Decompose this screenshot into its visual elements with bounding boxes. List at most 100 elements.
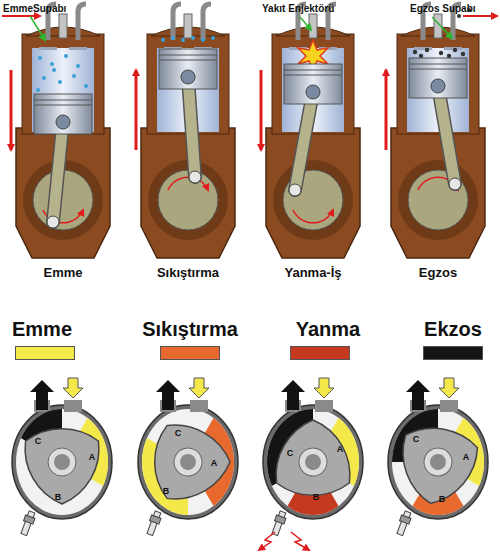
piston-engine-intake-part-part — [76, 64, 80, 68]
piston-engine-exhaust-part — [463, 15, 497, 17]
rotary-engine-power-part — [281, 378, 334, 410]
piston-engine-compression — [136, 4, 235, 258]
rotor-letter: B — [158, 486, 174, 496]
piston-engine-compression-part-part — [171, 36, 175, 40]
piston-engine-exhaust-part-part — [453, 48, 457, 52]
piston-engine-exhaust — [386, 4, 497, 258]
rotary-engine-power-part — [291, 532, 309, 550]
piston-engine-intake-part-part — [64, 54, 68, 58]
rotor-letter: A — [458, 452, 474, 462]
piston-engine-power-part — [284, 70, 342, 71]
piston-engine-intake-part — [53, 122, 63, 222]
rotor-letter: C — [170, 428, 186, 438]
piston-engine-intake-part-part — [36, 88, 40, 92]
rotary-engine-power-part-part — [258, 413, 360, 515]
piston-engine-power-part — [260, 70, 263, 150]
legend-heading: Ekzos — [383, 318, 500, 341]
piston-engine-intake-part — [47, 216, 59, 228]
rotary-engine-power-part — [258, 413, 360, 515]
rotor-letter: B — [50, 492, 66, 502]
leader-arrow — [30, 16, 45, 40]
rotary-engine-compression-part — [145, 510, 163, 536]
piston-engine-intake-part — [56, 115, 70, 129]
piston-engine-exhaust-part-part — [425, 48, 429, 52]
rotary-engine-intake-part — [30, 378, 83, 410]
piston-engine-exhaust-part — [409, 58, 467, 98]
rotor-letter: A — [84, 452, 100, 462]
legend-swatch — [160, 346, 220, 360]
piston-engine-intake — [2, 4, 110, 258]
stroke-caption: Sıkıştırma — [128, 266, 248, 281]
rotary-engine-exhaust-part — [394, 423, 480, 510]
rotary-engine-power-part — [259, 532, 275, 550]
piston-engine-compression-part-part — [161, 38, 165, 42]
rotary-engine-power-part — [233, 382, 392, 542]
rotary-engine-exhaust-part — [358, 382, 500, 542]
piston-engine-power-part — [295, 92, 313, 190]
piston-engine-compression-part-part — [191, 36, 195, 40]
piston-engine-compression-part — [181, 70, 195, 84]
stroke-caption: Emme — [3, 266, 123, 281]
piston-engine-compression-part — [161, 36, 215, 42]
piston-engine-exhaust-part-part — [461, 52, 465, 56]
legend-swatch — [290, 346, 350, 360]
injector-label: Yakıt Enjektörü — [262, 3, 372, 15]
stroke-caption: Yanma-İş — [253, 266, 373, 281]
piston-engine-power-part — [289, 184, 301, 196]
piston-engine-intake-part-part — [84, 84, 88, 88]
piston-engine-exhaust-part — [409, 69, 467, 70]
piston-engine-compression-part — [159, 60, 217, 61]
rotary-engine-compression — [108, 378, 267, 542]
rotor-letter: C — [408, 434, 424, 444]
piston-engine-exhaust-part — [385, 70, 388, 150]
piston-engine-intake-part-part — [38, 56, 42, 60]
piston-engine-compression-part — [159, 55, 217, 56]
valve-label: Egzos Supabı — [410, 3, 500, 15]
piston-engine-exhaust-part — [413, 8, 471, 58]
piston-engine-power-part — [295, 92, 313, 190]
legend-heading: Emme — [0, 318, 112, 341]
rotary-engine-compression-part — [135, 415, 237, 517]
piston-engine-exhaust-part-part — [457, 14, 461, 18]
piston-engine-intake-part — [36, 54, 88, 92]
piston-engine-compression-part — [135, 70, 138, 150]
rotary-engine-exhaust — [358, 378, 500, 542]
piston-engine-compression-part — [168, 177, 208, 190]
rotary-engine-intake-part — [19, 510, 37, 536]
piston-engine-power-part — [306, 85, 320, 99]
piston-engine-power-part — [284, 75, 342, 76]
legend-heading: Yanma — [258, 318, 398, 341]
stroke-caption: Egzos — [378, 266, 498, 281]
leader-arrow — [300, 17, 311, 30]
rotor-letter: C — [30, 436, 46, 446]
rotor-letter: A — [332, 444, 348, 454]
piston-engine-exhaust-part — [449, 178, 461, 190]
piston-engine-exhaust-part — [438, 86, 455, 184]
legend-swatch — [15, 346, 75, 360]
rotary-engine-intake — [0, 378, 142, 536]
valve-label: EmmeSupabı — [3, 3, 98, 15]
rotary-engine-compression-part — [156, 378, 209, 410]
rotary-engine-power — [233, 378, 392, 550]
piston-engine-intake-part — [16, 4, 110, 258]
piston-engine-intake-part — [53, 122, 63, 222]
leader-arrow — [432, 17, 452, 38]
rotary-engine-intake-part — [25, 429, 99, 504]
piston-engine-compression-part — [158, 170, 218, 230]
rotary-engine-compression-part-part — [135, 415, 237, 517]
piston-engine-power-part — [293, 210, 333, 223]
piston-engine-exhaust-part-part — [439, 51, 443, 55]
piston-engine-intake-part-part — [58, 80, 62, 84]
rotary-engine-exhaust-part — [406, 378, 459, 410]
piston-engine-compression-part — [159, 49, 217, 89]
piston-engine-power-part — [284, 64, 342, 104]
piston-engine-compression-part — [188, 77, 195, 177]
rotary-engine-exhaust-part-part — [394, 423, 480, 510]
legend-swatch — [423, 346, 483, 360]
piston-engine-compression-part — [141, 4, 235, 258]
piston-engine-exhaust-part — [408, 170, 468, 230]
piston-engine-intake-part — [10, 70, 13, 150]
rotary-engine-power-part — [270, 510, 288, 536]
piston-engine-exhaust-part — [409, 64, 467, 65]
